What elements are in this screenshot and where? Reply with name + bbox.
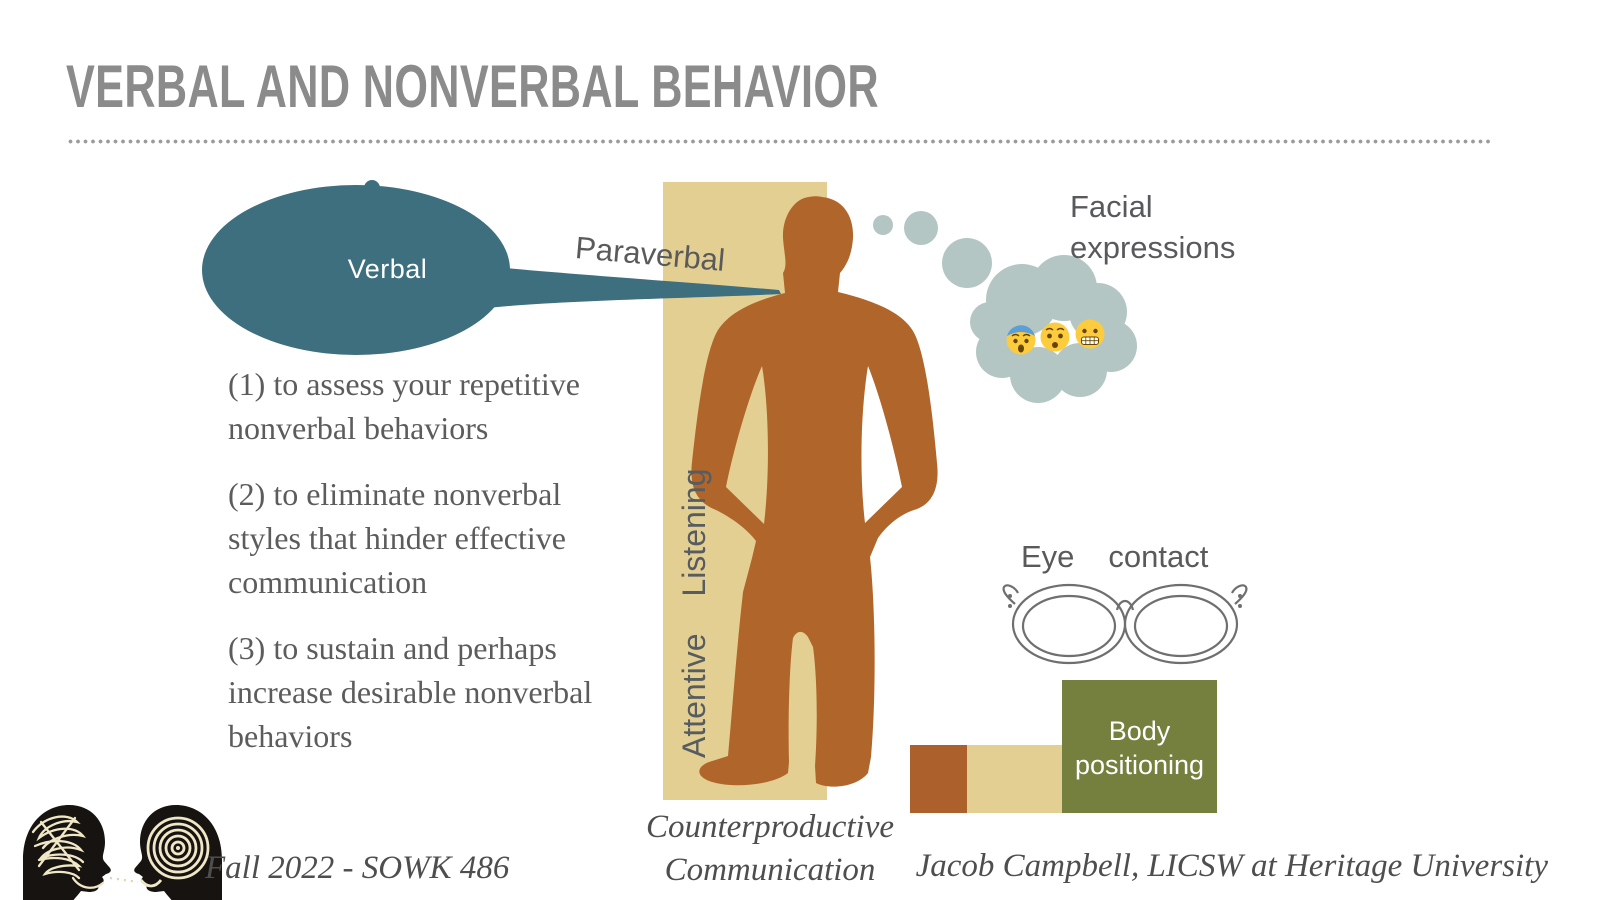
objective-3-line1: (3) to sustain and perhaps [228, 630, 557, 666]
attentive-listening-label: Attentive Listening [676, 468, 712, 759]
objective-item-3: (3) to sustain and perhaps increase desi… [228, 626, 678, 758]
body-positioning-label-line2: positioning [1074, 750, 1205, 780]
objective-1-line1: (1) to assess your repetitive [228, 366, 580, 402]
body-positioning-box: Body positioning [1062, 680, 1217, 813]
caption-line2: Communication [664, 852, 876, 888]
page-title: VERBAL AND NONVERBAL BEHAVIOR [66, 53, 879, 120]
spiral-thoughts-glyph [139, 816, 210, 888]
bottom-bar-tan-segment [967, 745, 1063, 813]
hushed-face-emoji-icon [1040, 322, 1070, 352]
bottom-bar-brown-segment [910, 745, 967, 813]
facial-expressions-label: Facial expressions [1070, 186, 1235, 268]
objective-item-1: (1) to assess your repetitive nonverbal … [228, 362, 678, 450]
objective-2-line1: (2) to eliminate nonverbal [228, 476, 562, 512]
thought-bubble-shape [873, 211, 1137, 403]
verbal-label: Verbal [347, 254, 428, 284]
fearful-face-emoji-icon [1006, 325, 1036, 355]
objective-item-2: (2) to eliminate nonverbal styles that h… [228, 472, 678, 604]
grimacing-face-emoji-icon [1075, 319, 1105, 349]
body-positioning-label-line1: Body [1108, 716, 1171, 746]
objective-3-line3: behaviors [228, 718, 353, 754]
counterproductive-caption: Counterproductive Communication [620, 806, 920, 892]
person-silhouette [691, 196, 938, 787]
talking-heads-icon [23, 805, 222, 900]
footer-credit-label: Jacob Campbell, LICSW at Heritage Univer… [915, 848, 1548, 884]
objective-1-line2: nonverbal behaviors [228, 410, 489, 446]
eye-contact-label: Eye contact [1021, 539, 1208, 575]
eye-word: Eye [1021, 539, 1075, 574]
objective-3-line2: increase desirable nonverbal [228, 674, 593, 710]
objectives-list: (1) to assess your repetitive nonverbal … [228, 362, 678, 780]
speech-dotted-line [109, 876, 139, 884]
facial-expressions-line1: Facial [1070, 189, 1153, 224]
facial-expressions-line2: expressions [1070, 230, 1236, 265]
contact-word: contact [1108, 539, 1209, 574]
footer-course-label: Fall 2022 - SOWK 486 [205, 850, 510, 886]
scribble-thoughts-glyph [31, 815, 105, 889]
dotted-separator [68, 139, 1492, 144]
caption-line1: Counterproductive [645, 809, 895, 845]
speech-bubble-shape [202, 180, 781, 355]
eyeglasses-icon [1002, 583, 1248, 665]
objective-2-line3: communication [228, 564, 428, 600]
objective-2-line2: styles that hinder effective [228, 520, 566, 556]
